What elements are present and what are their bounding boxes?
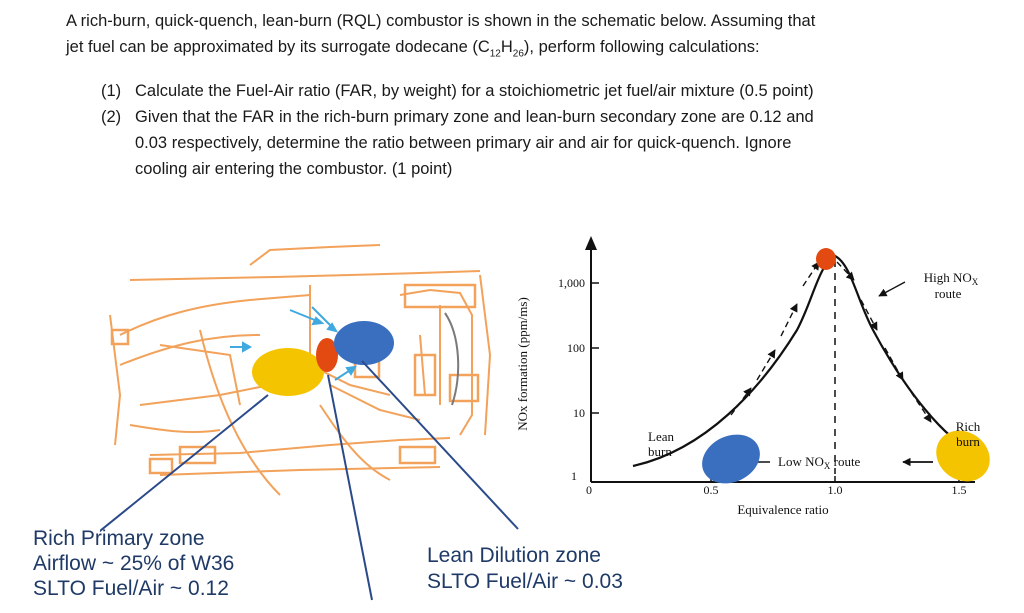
- lean-dilution-zone-label: Lean Dilution zone SLTO Fuel/Air ~ 0.03: [427, 543, 623, 595]
- low-nox-annotation: Low NOX route: [778, 454, 861, 471]
- question-2: (2) Given that the FAR in the rich-burn …: [101, 104, 921, 184]
- lean-label-line-2: SLTO Fuel/Air ~ 0.03: [427, 570, 623, 593]
- rich-label-line-2: Airflow ~ 25% of W36: [33, 552, 235, 575]
- intro-line-1: A rich-burn, quick-quench, lean-burn (RQ…: [66, 12, 816, 30]
- formula-sub-12: 12: [489, 48, 501, 60]
- high-nox-annotation: High NOX: [924, 270, 979, 287]
- question-1-number: (1): [101, 82, 122, 100]
- quick-quench-zone: [316, 338, 338, 372]
- low-nox-sub: X: [824, 461, 831, 471]
- x-tick-0-5: 0.5: [704, 483, 719, 497]
- high-nox-part-1: High NO: [924, 270, 972, 285]
- formula-h: H: [500, 38, 513, 56]
- stoichiometric-peak-marker: [816, 248, 836, 270]
- airflow-arrows: [230, 306, 357, 381]
- y-axis-arrowhead: [585, 236, 597, 250]
- rich-burn-annotation-1: Rich: [956, 419, 981, 434]
- rich-primary-zone: [252, 348, 324, 396]
- high-nox-route-arrows: [730, 261, 932, 423]
- low-nox-part-2: route: [830, 454, 860, 469]
- y-axis-label: NOx formation (ppm/ms): [515, 297, 530, 431]
- nox-formation-chart: 1,000 100 10 1 0 0.5 1.0 1.5 Equivalence…: [515, 236, 990, 517]
- formula-sub-26: 26: [512, 48, 524, 60]
- high-nox-annotation-route: route: [935, 286, 962, 301]
- combustor-hardware-lines: [109, 244, 492, 496]
- lean-burn-ellipse: [702, 434, 760, 484]
- nox-bell-curve: [632, 254, 976, 468]
- rich-label-line-1: Rich Primary zone: [33, 527, 205, 550]
- y-tick-1: 1: [571, 469, 577, 483]
- high-nox-pointer: [878, 281, 906, 297]
- intro-line-2-start: jet fuel can be approximated by its surr…: [66, 38, 490, 56]
- zone-pointer-lines: [100, 360, 519, 601]
- lean-burn-zone: [334, 321, 394, 365]
- turbine-vane: [444, 312, 460, 406]
- lean-burn-annotation-2: burn: [648, 444, 672, 459]
- combustor-hardware-blocks: [110, 283, 480, 475]
- rich-label-line-3: SLTO Fuel/Air ~ 0.12: [33, 577, 229, 600]
- y-tick-100: 100: [567, 341, 585, 355]
- question-2-text: Given that the FAR in the rich-burn prim…: [135, 104, 905, 182]
- x-tick-1-5: 1.5: [952, 483, 967, 497]
- intro-line-2-end: ), perform following calculations:: [523, 38, 760, 56]
- problem-intro: A rich-burn, quick-quench, lean-burn (RQ…: [66, 8, 966, 67]
- x-tick-1-0: 1.0: [828, 483, 843, 497]
- combustor-schematic: [100, 244, 519, 601]
- x-axis-label: Equivalence ratio: [737, 502, 828, 517]
- lean-label-line-1: Lean Dilution zone: [427, 544, 601, 567]
- lean-burn-annotation-1: Lean: [648, 429, 674, 444]
- y-tick-1000: 1,000: [558, 276, 585, 290]
- high-nox-sub: X: [972, 277, 979, 287]
- question-2-line-3: cooling air entering the combustor. (1 p…: [135, 160, 453, 178]
- x-tick-0: 0: [586, 483, 592, 497]
- y-tick-10: 10: [573, 406, 585, 420]
- rich-burn-annotation-2: burn: [956, 434, 980, 449]
- rich-primary-zone-label: Rich Primary zone Airflow ~ 25% of W36 S…: [33, 526, 234, 601]
- question-1-text: Calculate the Fuel-Air ratio (FAR, by we…: [135, 82, 814, 100]
- low-nox-part-1: Low NO: [778, 454, 824, 469]
- intro-line-2: jet fuel can be approximated by its surr…: [66, 34, 966, 67]
- question-2-line-2: 0.03 respectively, determine the ratio b…: [135, 134, 792, 152]
- question-2-number: (2): [101, 108, 122, 126]
- question-2-line-1: Given that the FAR in the rich-burn prim…: [135, 108, 814, 126]
- rich-burn-ellipse: [936, 430, 990, 482]
